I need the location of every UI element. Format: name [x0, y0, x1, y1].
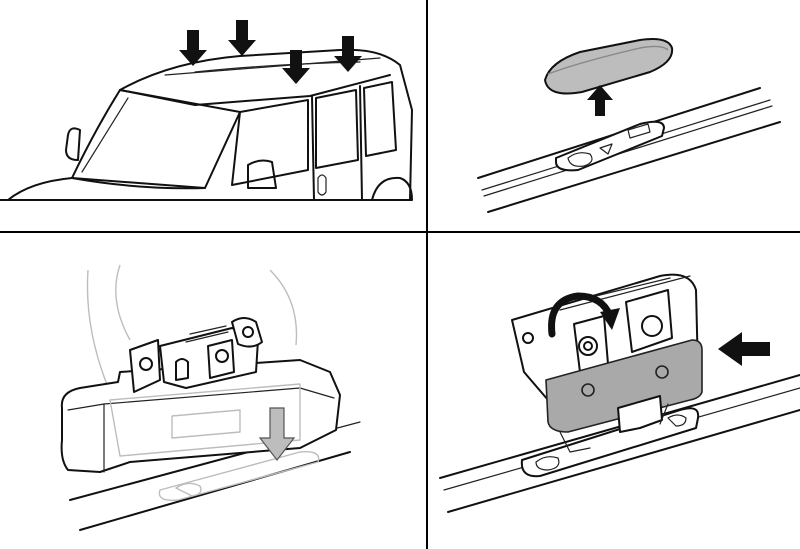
- panel-4-bracket-tighten: [439, 273, 800, 513]
- up-arrow-icon: [587, 85, 613, 116]
- down-arrow-icon: [258, 407, 296, 461]
- panel-3-foot-mount: [60, 264, 361, 531]
- rotate-arrow-icon: [548, 292, 620, 338]
- panel-2-rail-cap: [477, 38, 781, 213]
- cover-cap-icon: [543, 38, 674, 95]
- panel-1-car-roof: [0, 20, 413, 201]
- clamp-bracket-icon: [439, 273, 800, 513]
- roof-rack-foot-icon: [60, 264, 361, 531]
- down-arrow-icon: [179, 20, 362, 84]
- roof-rail-icon: [477, 87, 781, 213]
- car-icon: [0, 48, 413, 201]
- left-arrow-icon: [718, 332, 770, 366]
